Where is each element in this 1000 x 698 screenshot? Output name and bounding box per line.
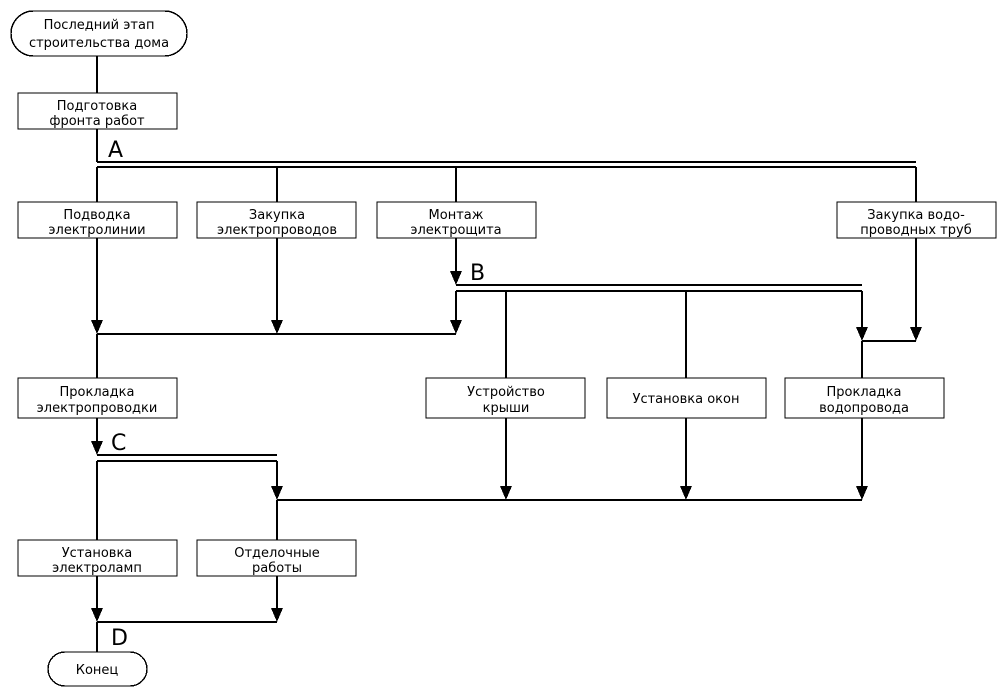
node-prokladka-elektroprovodki-label-line2: электропроводки [37, 401, 158, 416]
node-start[interactable]: Последний этап строительства дома [10, 10, 188, 57]
node-start-label-line2: строительства дома [29, 36, 169, 51]
arrowhead-barb-water [856, 327, 868, 341]
node-end-shape[interactable] [47, 651, 148, 687]
node-zakupka-elektroprovodov-shape[interactable] [196, 201, 357, 239]
arrowhead-barc-merge2 [271, 486, 283, 500]
node-prep-label-line1: Подготовка [57, 99, 138, 114]
node-start-shape[interactable] [10, 10, 188, 57]
node-ustanovka-okon-shape[interactable] [606, 377, 767, 419]
node-zakupka-vodoprovodnyh-trub-shape[interactable] [836, 201, 997, 239]
node-zakupka-elektroprovodov-label-line1: Закупка [249, 208, 305, 223]
node-otdelochnye-raboty-label-line2: работы [252, 561, 302, 576]
sync-bars: A B C D [97, 138, 916, 651]
arrowheads [91, 271, 922, 622]
node-montazh-elektroshchita-shape[interactable] [376, 201, 537, 239]
node-montazh-elektroshchita-label-line1: Монтаж [429, 208, 484, 223]
arrowhead-n4-water [910, 327, 922, 341]
node-ustanovka-elektrolamp[interactable]: Установка электроламп [17, 539, 178, 577]
arrowhead-n5-bar-c [91, 441, 103, 455]
node-podvodka-elektrolinii-label-line1: Подводка [63, 208, 130, 223]
sync-bar-b-label: B [470, 261, 485, 286]
node-ustanovka-elektrolamp-label-line1: Установка [62, 546, 133, 561]
node-prep[interactable]: Подготовка фронта работ [17, 92, 178, 130]
arrowhead-n9-d [91, 608, 103, 622]
node-zakupka-elektroprovodov-label-line2: электропроводов [217, 223, 337, 238]
node-ustanovka-elektrolamp-shape[interactable] [17, 539, 178, 577]
node-ustanovka-okon[interactable]: Установка окон [606, 377, 767, 419]
node-podvodka-elektrolinii-shape[interactable] [17, 201, 178, 239]
node-ustanovka-elektrolamp-label-line2: электроламп [52, 561, 142, 576]
node-prep-shape[interactable] [17, 92, 178, 130]
connectors [96, 56, 917, 652]
node-end-label: Конец [76, 663, 119, 678]
arrowhead-n1-merge1 [91, 320, 103, 334]
node-prep-label-line2: фронта работ [49, 114, 145, 129]
arrowhead-n6-merge2 [500, 486, 512, 500]
node-zakupka-vodoprovodnyh-trub[interactable]: Закупка водо- проводных труб [836, 201, 997, 239]
node-ustroystvo-kryshi-label-line2: крыши [483, 401, 530, 416]
sync-bar-c-label: C [111, 431, 126, 456]
node-ustanovka-okon-label-line1: Установка окон [633, 392, 740, 407]
node-prokladka-elektroprovodki-label-line1: Прокладка [60, 385, 135, 400]
node-prokladka-vodoprovoda[interactable]: Прокладка водопровода [784, 377, 945, 419]
node-otdelochnye-raboty-label-line1: Отделочные [234, 546, 320, 561]
node-zakupka-vodoprovodnyh-trub-label-line2: проводных труб [860, 223, 971, 238]
nodes: Последний этап строительства дома Подгот… [10, 10, 997, 687]
arrowhead-n8-merge2 [856, 486, 868, 500]
sync-bar-d-label: D [111, 626, 128, 651]
node-prokladka-elektroprovodki[interactable]: Прокладка электропроводки [17, 377, 178, 419]
sync-bar-d: D [111, 626, 128, 651]
node-ustroystvo-kryshi-label-line1: Устройство [467, 385, 545, 400]
node-prokladka-elektroprovodki-shape[interactable] [17, 377, 178, 419]
node-ustroystvo-kryshi[interactable]: Устройство крыши [425, 377, 586, 419]
sync-bar-c: C [97, 431, 277, 462]
sync-bar-a: A [97, 138, 916, 168]
node-montazh-elektroshchita[interactable]: Монтаж электрощита [376, 201, 537, 239]
arrowhead-n2-merge1 [271, 320, 283, 334]
node-prokladka-vodoprovoda-shape[interactable] [784, 377, 945, 419]
node-montazh-elektroshchita-label-line2: электрощита [410, 223, 501, 238]
arrowhead-n10-d [271, 608, 283, 622]
node-podvodka-elektrolinii-label-line2: электролинии [48, 223, 145, 238]
node-prokladka-vodoprovoda-label-line2: водопровода [819, 401, 909, 416]
arrowhead-n7-merge2 [680, 486, 692, 500]
node-start-label-line1: Последний этап [44, 18, 155, 33]
node-podvodka-elektrolinii[interactable]: Подводка электролинии [17, 201, 178, 239]
node-zakupka-elektroprovodov[interactable]: Закупка электропроводов [196, 201, 357, 239]
sync-bar-b: B [456, 261, 862, 292]
node-otdelochnye-raboty[interactable]: Отделочные работы [196, 539, 357, 577]
sync-bar-a-label: A [108, 138, 123, 163]
node-prokladka-vodoprovoda-label-line1: Прокладка [827, 385, 902, 400]
node-ustroystvo-kryshi-shape[interactable] [425, 377, 586, 419]
arrowhead-n3-bar-b [450, 271, 462, 285]
arrowhead-n3-merge1 [450, 320, 462, 334]
node-zakupka-vodoprovodnyh-trub-label-line1: Закупка водо- [867, 208, 965, 223]
node-end[interactable]: Конец [47, 651, 148, 687]
node-otdelochnye-raboty-shape[interactable] [196, 539, 357, 577]
